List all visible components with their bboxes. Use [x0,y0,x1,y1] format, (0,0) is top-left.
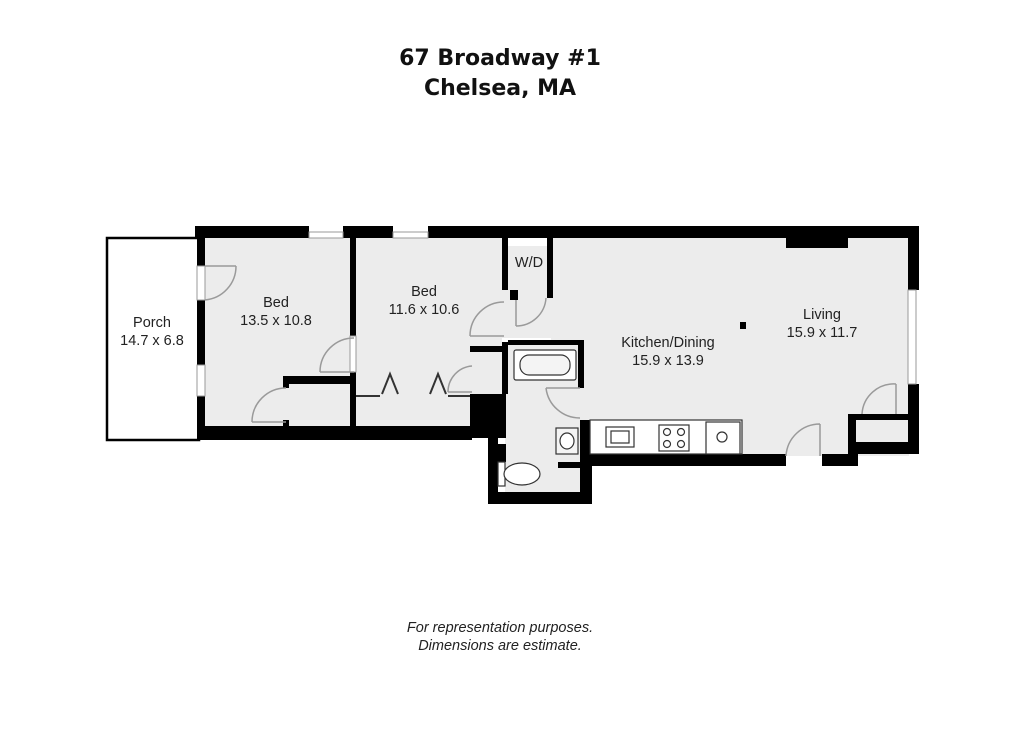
wall-bed-divider-low [350,372,356,432]
burner-3 [662,439,672,449]
wall-closet-bot [283,420,289,430]
room-name: Living [803,307,841,323]
wall-bottom-left [197,426,472,440]
window-porch [196,364,206,397]
toilet-bowl [503,462,541,486]
wall-left-3 [197,396,205,440]
door-bed2-closet [447,365,473,393]
room-label-kitchen-dining: Kitchen/Dining 15.9 x 13.9 [621,334,715,370]
disclaimer-line-1: For representation purposes. [406,620,594,636]
door-entry [785,423,821,457]
wall-bath-side [498,444,506,462]
wall-bath-left [502,342,508,394]
door-living-closet [861,383,897,415]
room-name: Bed [263,295,289,311]
room-label-wd: W/D [515,254,543,272]
room-dims: 15.9 x 11.7 [786,325,858,341]
dishwasher-dial [716,431,728,443]
wall-bath-left-2 [488,430,498,504]
sink-bath-bowl [559,432,575,450]
wall-bath-bottom [488,492,592,504]
wall-left [197,226,205,266]
wall-closet-left [283,376,289,388]
bifold-right [429,371,447,395]
address-line-1: 67 Broadway #1 [399,46,601,71]
porch-outline [105,236,201,442]
burner-1 [662,427,672,437]
wall-bath-top [508,340,578,345]
range [658,424,690,452]
room-label-living: Living 15.9 x 11.7 [787,306,858,342]
window-bed1-top [308,231,344,239]
burner-2 [676,427,686,437]
door-wd [515,297,547,327]
wall-bed-divider [350,238,356,336]
room-dims: 11.6 x 10.6 [388,302,460,318]
room-dims: 14.7 x 6.8 [120,333,184,349]
wall-kitchen-bottom-2 [822,454,858,466]
wall-kitchen-bottom [580,454,786,466]
address-line-2: Chelsea, MA [423,76,577,101]
door-bath [545,387,581,419]
wall-bath-inner [578,340,584,388]
room-label-bed-2: Bed 11.6 x 10.6 [389,283,460,319]
room-name: Bed [411,284,437,300]
burner-4 [676,439,686,449]
wall-closet-top [283,376,355,384]
wall-left-2 [197,300,205,365]
wall-top-mid [343,226,393,238]
column [740,322,746,329]
room-dims: 15.9 x 13.9 [632,353,704,369]
doors [204,265,897,457]
wall-bottom-right [850,442,919,454]
bathtub-basin [519,354,571,376]
wall-closet-living-t [848,414,908,420]
walls [195,226,919,504]
wall-right-2 [908,384,919,454]
window-bed-divider [349,335,357,373]
disclaimer-line-2: Dimensions are estimate. [418,638,582,654]
wall-living-top [786,238,848,248]
fixtures [497,349,743,487]
bifold-left [381,371,399,395]
room-name: W/D [514,255,544,271]
wall-bath-step [558,462,580,468]
window-left-upper [196,265,206,301]
closet-bifold [356,371,470,397]
dishwasher [705,421,741,455]
room-label-bed-1: Bed 13.5 x 10.8 [240,294,312,330]
wall-wd-post [510,290,518,300]
room-name: Kitchen/Dining [621,335,715,351]
kitchen-sink-bowl [610,430,630,444]
door-bed1 [204,265,237,301]
floor-closet [287,384,353,426]
wall-top-right [428,226,919,238]
room-dims: 13.5 x 10.8 [240,313,312,329]
window-right [907,289,917,385]
room-name: Porch [133,315,171,331]
wall-closet-living-l [848,414,856,454]
door-bed2-entry [469,301,505,337]
wall-top-left [195,226,309,238]
door-bed2 [319,337,355,373]
wall-wd-left [502,238,508,290]
wall-right [908,226,919,290]
wall-bed2-closet [470,346,506,352]
window-bed2-top [392,231,429,239]
door-bed1-closet [251,387,287,423]
wall-wd-right [547,238,553,298]
room-label-porch: Porch 14.7 x 6.8 [120,314,184,350]
